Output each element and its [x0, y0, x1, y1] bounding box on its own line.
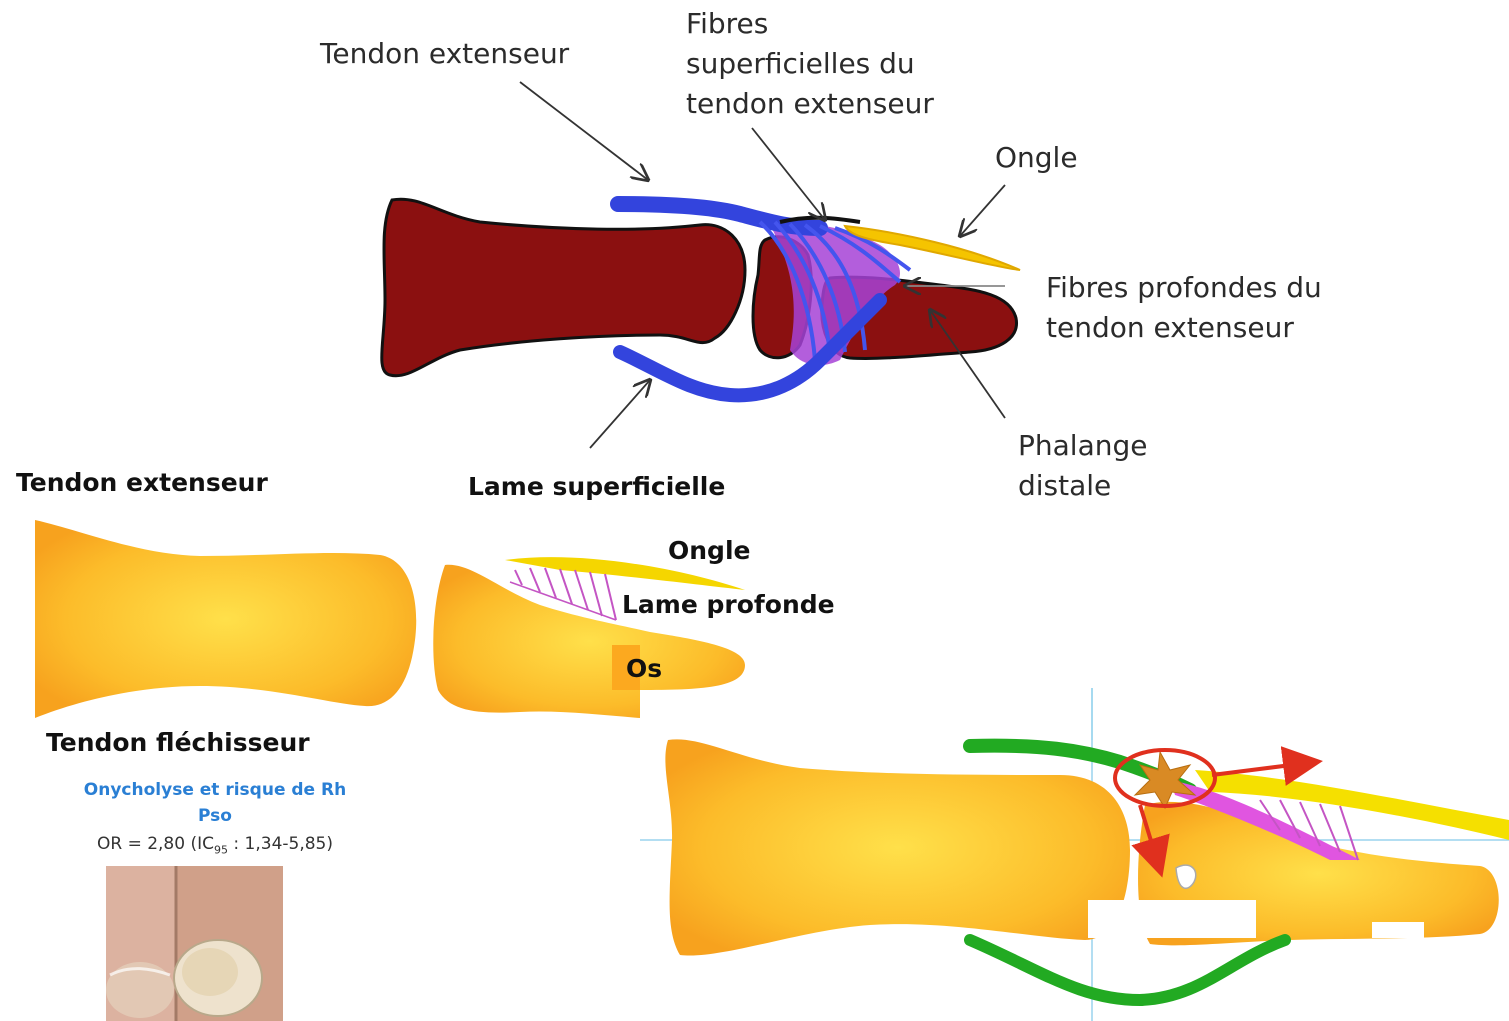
distal-phalanx-orange — [433, 565, 745, 718]
stat-or-suffix: : 1,34-5,85) — [228, 834, 333, 854]
nail-photo — [106, 866, 283, 1021]
green-tendon-bottom — [970, 940, 1285, 1000]
arrow-ongle — [960, 185, 1005, 236]
label-lame-superficielle: Lame superficielle — [468, 472, 725, 501]
label-tendon-flechisseur: Tendon fléchisseur — [46, 728, 310, 757]
arrow-lame-superficielle — [590, 380, 650, 448]
stat-title-line2: Pso — [60, 806, 370, 826]
stat-or-subscript: 95 — [214, 843, 228, 856]
white-patch-2 — [1372, 922, 1424, 938]
white-patch-1 — [1088, 900, 1256, 938]
middle-phalanx-bone — [382, 199, 745, 376]
label-fibres-superficielles-1: Fibres — [686, 4, 768, 44]
label-phalange-1: Phalange — [1018, 426, 1147, 466]
label-os: Os — [626, 654, 662, 683]
label-ongle-bottom: Ongle — [668, 536, 750, 565]
inflammation-star-icon — [1135, 752, 1195, 808]
middle-phalanx-orange — [35, 520, 416, 718]
stat-title-line1: Onycholyse et risque de Rh — [60, 780, 370, 800]
label-fibres-profondes-1: Fibres profondes du — [1046, 268, 1322, 308]
red-arrow-right — [1212, 762, 1315, 775]
label-fibres-superficielles-2: superficielles du — [686, 44, 915, 84]
arrow-tendon-extenseur — [520, 82, 648, 180]
label-tendon-extenseur-top: Tendon extenseur — [320, 34, 569, 74]
label-tendon-extenseur-bottom: Tendon extenseur — [16, 468, 268, 497]
label-lame-profonde: Lame profonde — [622, 590, 835, 619]
label-fibres-profondes-2: tendon extenseur — [1046, 308, 1294, 348]
label-fibres-superficielles-3: tendon extenseur — [686, 84, 934, 124]
label-ongle-top: Ongle — [995, 138, 1078, 178]
stat-odds-ratio: OR = 2,80 (IC95 : 1,34-5,85) — [60, 834, 370, 856]
label-phalange-2: distale — [1018, 466, 1111, 506]
arrow-fibres-superficielles — [752, 128, 825, 220]
middle-phalanx-right — [665, 739, 1130, 955]
stat-or-prefix: OR = 2,80 (IC — [97, 834, 214, 854]
